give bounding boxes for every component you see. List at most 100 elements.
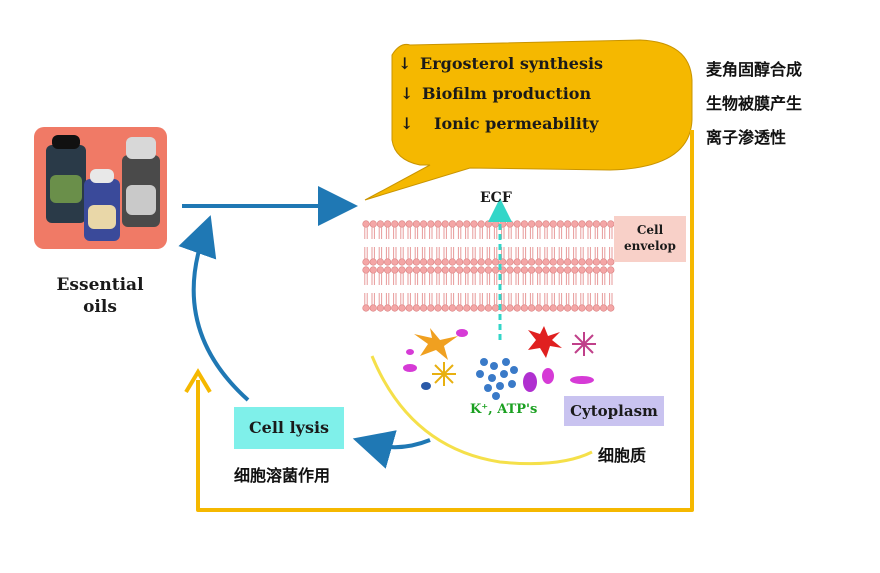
lipid-head <box>520 258 529 266</box>
lipid-head <box>420 258 428 266</box>
lipid-head <box>456 266 464 274</box>
lipid-head <box>477 220 485 228</box>
lipid-head <box>556 220 565 228</box>
lipid-head <box>384 266 392 274</box>
cell-envelope-label: Cell envelop <box>614 216 686 262</box>
lipid-head <box>578 220 586 228</box>
effects-bubble <box>364 39 693 201</box>
lipid-head <box>391 220 399 228</box>
lipid-head <box>463 304 471 312</box>
lipid-head <box>376 266 385 274</box>
lipid-head <box>463 258 471 266</box>
lipid-head <box>376 258 385 266</box>
essential-oils-label: Essential oils <box>52 274 148 318</box>
lipid-head <box>434 266 442 274</box>
effect-ergosterol-text: Ergosterol synthesis <box>420 54 604 73</box>
lipid-head <box>513 220 521 228</box>
lipid-head <box>585 220 593 228</box>
lipid-head <box>563 220 572 228</box>
lipid-head <box>384 304 392 312</box>
ecf-label: ECF <box>480 190 512 206</box>
cytoplasm-label: Cytoplasm <box>564 396 664 426</box>
lipid-head <box>571 266 579 274</box>
cn-ergosterol: 麦角固醇合成 <box>706 60 803 79</box>
cell-lysis-cn-label: 细胞溶菌作用 <box>234 466 331 485</box>
lipid-head <box>535 266 543 274</box>
lipid-head <box>412 258 421 266</box>
lipid-head <box>592 304 601 312</box>
lipid-head <box>441 304 449 312</box>
lipid-head <box>513 304 521 312</box>
lipid-head <box>477 258 485 266</box>
lipid-head <box>405 220 413 228</box>
feedback-loop-line <box>196 130 694 512</box>
lipid-head <box>563 266 572 274</box>
ion-cluster <box>476 358 518 400</box>
lipid-head <box>369 266 377 274</box>
lipid-head <box>571 304 579 312</box>
lipid-head <box>369 220 377 228</box>
lipid-head <box>506 266 514 274</box>
lipid-head <box>542 258 550 266</box>
lipid-head <box>427 220 435 228</box>
lipid-head <box>527 220 536 228</box>
lipid-head <box>463 266 471 274</box>
lipid-head <box>405 304 413 312</box>
lipid-head <box>376 220 385 228</box>
lipid-head <box>470 266 478 274</box>
cytoplasm-contents <box>403 326 596 400</box>
lipid-head <box>405 258 413 266</box>
down-arrow-icon: ↓ <box>398 54 412 73</box>
lipid-head <box>549 266 557 274</box>
lysis-to-oils-arrow <box>178 215 250 402</box>
lipid-head <box>506 258 514 266</box>
lipid-head <box>571 220 579 228</box>
lipid-head <box>563 258 572 266</box>
lipid-head <box>427 266 435 274</box>
lipid-head <box>456 258 464 266</box>
lipid-head <box>599 220 608 228</box>
lipid-head <box>499 258 507 266</box>
lipid-head <box>484 258 493 266</box>
lipid-head <box>520 304 529 312</box>
molecule-blob <box>403 364 417 372</box>
oil-bottle-cap-middle <box>90 169 114 183</box>
molecule-blob <box>542 368 554 384</box>
lipid-head <box>585 258 593 266</box>
cn-ionic: 离子渗透性 <box>706 128 787 147</box>
lipid-head <box>398 220 406 228</box>
lipid-head <box>376 304 385 312</box>
effect-ionic-text: Ionic permeability <box>434 114 599 133</box>
lipid-head <box>391 258 399 266</box>
lipid-head <box>578 266 586 274</box>
lipid-head <box>592 266 601 274</box>
lipid-head <box>427 304 435 312</box>
lipid-head <box>585 304 593 312</box>
lipid-head <box>527 304 536 312</box>
oil-bottle-label-left <box>50 175 82 203</box>
lipid-head <box>477 266 485 274</box>
lipid-head <box>549 258 557 266</box>
lipid-head <box>456 304 464 312</box>
essential-oils-label-line1: Essential <box>56 275 144 295</box>
down-arrow-icon: ↓ <box>400 114 414 133</box>
cell-envelope-line2: envelop <box>624 239 676 253</box>
lipid-head <box>571 258 579 266</box>
lipid-head <box>391 266 399 274</box>
lipid-head <box>412 304 421 312</box>
lipid-head <box>506 304 514 312</box>
lipid-head <box>441 220 449 228</box>
lipid-head <box>412 220 421 228</box>
lipid-head <box>556 258 565 266</box>
lipid-head <box>513 258 521 266</box>
lipid-head <box>549 304 557 312</box>
oil-bottle-cap-right <box>126 137 156 159</box>
lipid-head <box>484 220 493 228</box>
lipid-head <box>420 220 428 228</box>
lipid-head <box>362 220 370 228</box>
lipid-head <box>384 258 392 266</box>
lipid-head <box>527 258 536 266</box>
lipid-head <box>448 304 457 312</box>
ions-label: K⁺, ATP's <box>470 402 538 417</box>
lipid-head <box>420 304 428 312</box>
